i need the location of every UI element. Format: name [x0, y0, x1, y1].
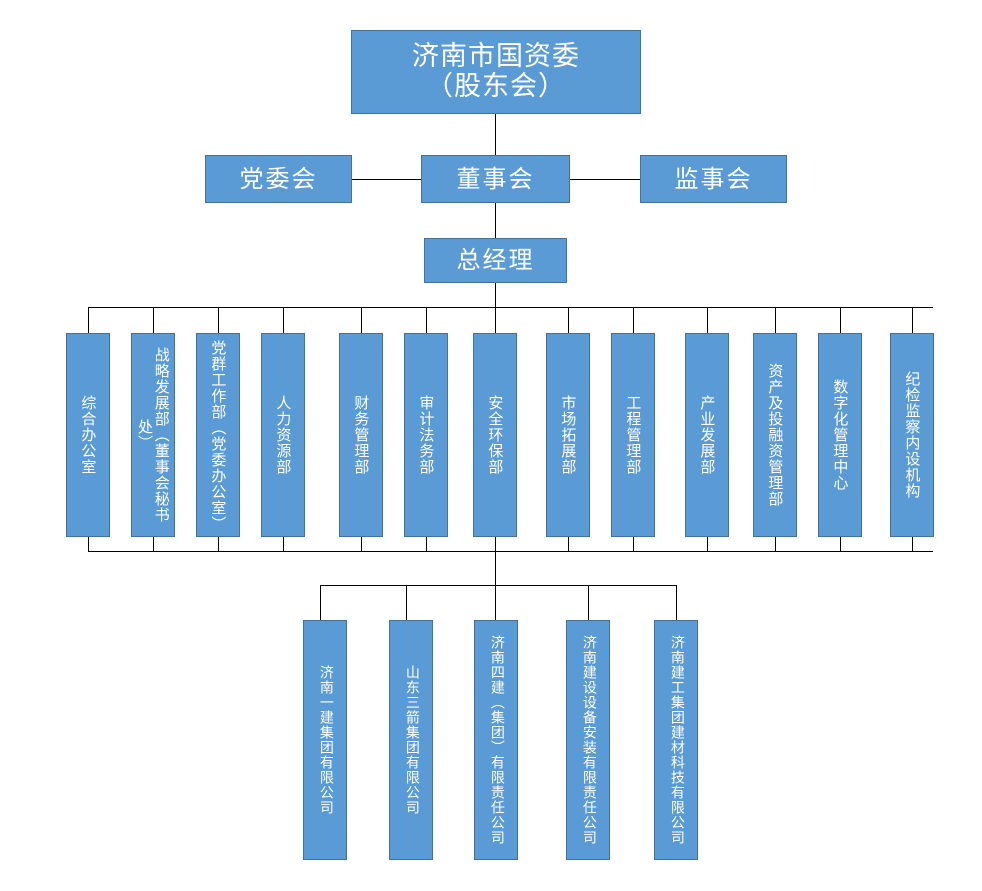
connector-dept-riser	[912, 537, 913, 551]
connector-dept-riser	[775, 537, 776, 551]
node-label: 董事会	[456, 164, 535, 193]
node-label: 济南建设设备安装有限责任公司	[580, 635, 597, 845]
connector-dept-drop	[568, 307, 569, 333]
node-department[interactable]: 纪检监察内设机构	[890, 333, 934, 537]
connector-dept-drop	[633, 307, 634, 333]
node-department[interactable]: 财务管理部	[339, 333, 383, 537]
node-department[interactable]: 资产及投融资管理部	[753, 333, 797, 537]
connector-dept-drop	[840, 307, 841, 333]
connector-dept-drop	[495, 307, 496, 333]
connector-dept-drop	[88, 307, 89, 333]
node-label: 济南建工集团建材科技有限公司	[668, 635, 685, 845]
connector-dept-riser	[88, 537, 89, 551]
connector-dept-riser	[426, 537, 427, 551]
connector-dept-to-sub-trunk	[495, 551, 496, 585]
connector-dept-drop	[283, 307, 284, 333]
node-board-of-supervisors[interactable]: 监事会	[640, 155, 787, 203]
node-general-manager[interactable]: 总经理	[424, 238, 567, 283]
node-label: 济南一建集团有限公司	[317, 665, 334, 815]
node-label: 安全环保部	[486, 395, 505, 475]
node-department[interactable]: 工程管理部	[611, 333, 655, 537]
connector-dept-riser	[495, 537, 496, 551]
connector-sub-drop	[406, 585, 407, 620]
connector-dept-riser	[361, 537, 362, 551]
node-label: 总经理	[456, 246, 535, 275]
connector-dept-riser	[840, 537, 841, 551]
node-department[interactable]: 审计法务部	[404, 333, 448, 537]
node-label: 资产及投融资管理部	[766, 363, 785, 507]
node-subsidiary[interactable]: 山东三箭集团有限公司	[389, 620, 433, 860]
node-label: 人力资源部	[274, 395, 293, 475]
node-label: 济南市国资委 （股东会）	[412, 40, 580, 102]
node-department[interactable]: 综合办公室	[66, 333, 110, 537]
node-label: 山东三箭集团有限公司	[403, 665, 420, 815]
node-department[interactable]: 人力资源部	[261, 333, 305, 537]
node-label: 党委会	[239, 164, 318, 193]
node-department[interactable]: 安全环保部	[473, 333, 517, 537]
node-department[interactable]: 党群工作部（党委办公室）	[196, 333, 240, 537]
connector-dept-drop	[775, 307, 776, 333]
node-board-of-directors[interactable]: 董事会	[421, 155, 570, 203]
connector-board-to-gm	[495, 203, 496, 238]
node-label: 审计法务部	[417, 395, 436, 475]
node-label: 财务管理部	[352, 395, 371, 475]
node-department[interactable]: 战略发展部（董事会秘书处）	[131, 333, 175, 537]
node-supervisory-authority[interactable]: 济南市国资委 （股东会）	[351, 30, 641, 114]
node-label: 产业发展部	[698, 395, 717, 475]
connector-dept-bottom-bus	[88, 551, 933, 552]
node-label: 数字化管理中心	[831, 379, 850, 491]
node-label: 济南四建（集团）有限责任公司	[488, 635, 505, 845]
connector-sub-drop	[320, 585, 321, 620]
connector-sub-bus	[320, 585, 676, 586]
connector-dept-top-bus	[88, 307, 933, 308]
connector-dept-riser	[218, 537, 219, 551]
node-label: 综合办公室	[79, 395, 98, 475]
connector-dept-drop	[361, 307, 362, 333]
connector-dept-riser	[633, 537, 634, 551]
node-subsidiary[interactable]: 济南建设设备安装有限责任公司	[566, 620, 610, 860]
connector-dept-drop	[912, 307, 913, 333]
connector-dept-drop	[218, 307, 219, 333]
node-subsidiary[interactable]: 济南四建（集团）有限责任公司	[474, 620, 518, 860]
connector-dept-drop	[426, 307, 427, 333]
connector-sub-drop	[588, 585, 589, 620]
node-party-committee[interactable]: 党委会	[205, 155, 352, 203]
node-department[interactable]: 产业发展部	[685, 333, 729, 537]
node-label: 市场拓展部	[559, 395, 578, 475]
node-subsidiary[interactable]: 济南一建集团有限公司	[303, 620, 347, 860]
node-label: 工程管理部	[624, 395, 643, 475]
connector-sub-drop	[676, 585, 677, 620]
connector-sub-drop	[495, 585, 496, 620]
connector-top-to-board	[495, 114, 496, 155]
connector-gm-to-dept-bus	[495, 283, 496, 307]
node-label: 党群工作部（党委办公室）	[209, 340, 228, 532]
node-label: 战略发展部（董事会秘书处）	[136, 347, 171, 523]
connector-dept-drop	[153, 307, 154, 333]
node-department[interactable]: 数字化管理中心	[818, 333, 862, 537]
connector-dept-riser	[568, 537, 569, 551]
node-label: 纪检监察内设机构	[903, 371, 922, 499]
connector-dept-riser	[707, 537, 708, 551]
connector-dept-riser	[153, 537, 154, 551]
connector-row2-bus-right	[570, 179, 640, 180]
connector-dept-drop	[707, 307, 708, 333]
connector-row2-bus	[352, 179, 421, 180]
connector-dept-riser	[283, 537, 284, 551]
node-subsidiary[interactable]: 济南建工集团建材科技有限公司	[654, 620, 698, 860]
node-department[interactable]: 市场拓展部	[546, 333, 590, 537]
node-label: 监事会	[674, 164, 753, 193]
